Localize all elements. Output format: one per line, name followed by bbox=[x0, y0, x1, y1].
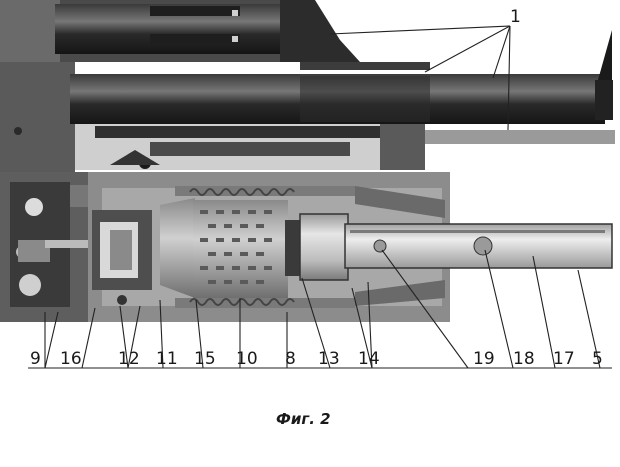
cone bbox=[160, 198, 195, 298]
pin-19 bbox=[373, 239, 387, 253]
barrel bbox=[0, 30, 613, 172]
callout-12: 12 bbox=[118, 349, 140, 369]
spring bbox=[189, 188, 295, 306]
callout-9: 9 bbox=[30, 349, 41, 369]
figure-caption: Фиг. 2 bbox=[276, 410, 331, 428]
callout-13: 13 bbox=[318, 349, 340, 369]
breech-piece bbox=[92, 210, 152, 305]
piston bbox=[285, 213, 349, 281]
callout-8: 8 bbox=[285, 349, 296, 369]
upper-assembly bbox=[0, 0, 430, 70]
rod bbox=[344, 223, 613, 269]
callout-17: 17 bbox=[553, 349, 575, 369]
pin-18 bbox=[473, 236, 493, 256]
callout-19: 19 bbox=[473, 349, 495, 369]
callout-10: 10 bbox=[236, 349, 258, 369]
callout-16: 16 bbox=[60, 349, 82, 369]
leader-lines bbox=[28, 25, 612, 369]
perforated-drum bbox=[193, 200, 288, 298]
mechanism-rail bbox=[75, 124, 615, 170]
callout-15: 15 bbox=[194, 349, 216, 369]
callout-11: 11 bbox=[156, 349, 178, 369]
callout-5: 5 bbox=[592, 349, 603, 369]
callout-18: 18 bbox=[513, 349, 535, 369]
callout-1: 1 bbox=[510, 7, 521, 27]
callout-14: 14 bbox=[358, 349, 380, 369]
